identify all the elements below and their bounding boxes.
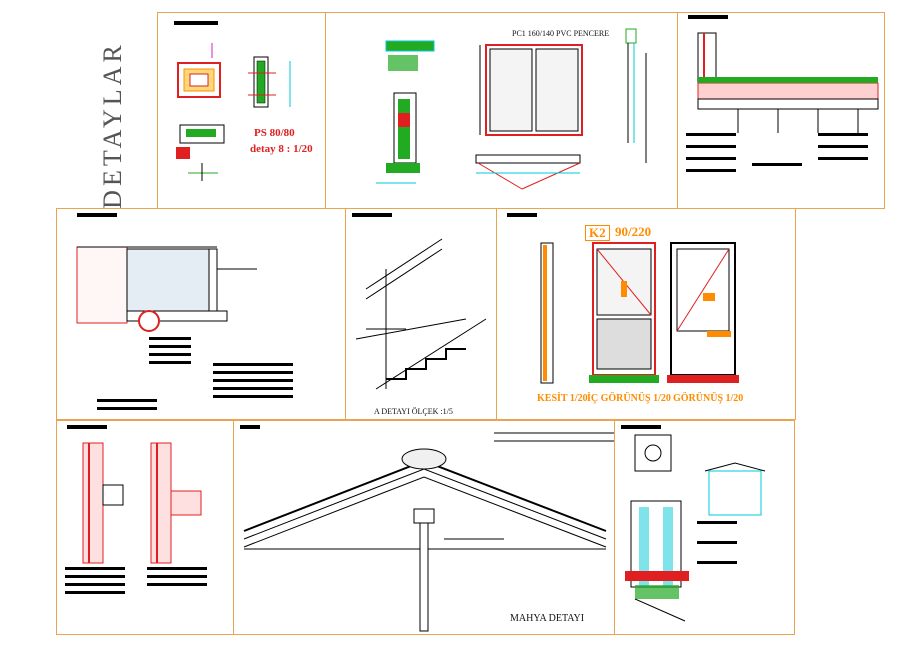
roof-caption: MAHYA DETAYI [510,613,585,624]
door-code: K2 [585,225,610,241]
panel-roof-ridge: MAHYA DETAYI [233,420,615,635]
chimney-drawing [621,425,766,622]
profile-label: PS 80/80 [254,127,295,139]
door-kesit-label: KESİT 1/20 [537,393,588,404]
wall-section-drawing [65,425,207,594]
panel-foundation-detail [56,208,346,420]
wall-floor-drawing [686,15,879,172]
door-dis-label: GÖRÜNÜŞ 1/20 [673,393,744,404]
stair-caption: A DETAYI ÖLÇEK :1/5 [374,407,453,416]
foundation-drawing [76,213,293,410]
window-label: PC1 160/140 PVC PENCERE [512,29,610,38]
roof-ridge-drawing [240,425,614,632]
door-ic-label: İÇ GÖRÜNÜŞ 1/20 [587,393,671,404]
panel-stair-detail: A DETAYI ÖLÇEK :1/5 [345,208,497,420]
column-detail-drawing [174,21,291,181]
door-size: 90/220 [615,224,652,239]
stair-drawing [352,213,487,390]
detail-scale-label: detay 8 : 1/20 [250,143,313,155]
panel-window-detail: PC1 160/140 PVC PENCERE [325,12,678,209]
door-drawing [507,213,739,384]
panel-wall-floor-detail [677,12,885,209]
window-detail-drawing [376,28,647,190]
panel-column-detail: PS 80/80 detay 8 : 1/20 [157,12,326,209]
panel-wall-section [56,420,234,635]
panel-chimney-detail [614,420,795,635]
panel-door-detail: K2 90/220 KESİT 1/20 İÇ GÖRÜNÜŞ 1/20 GÖR… [496,208,796,420]
sheet-title: DETAYLAR [98,41,127,209]
